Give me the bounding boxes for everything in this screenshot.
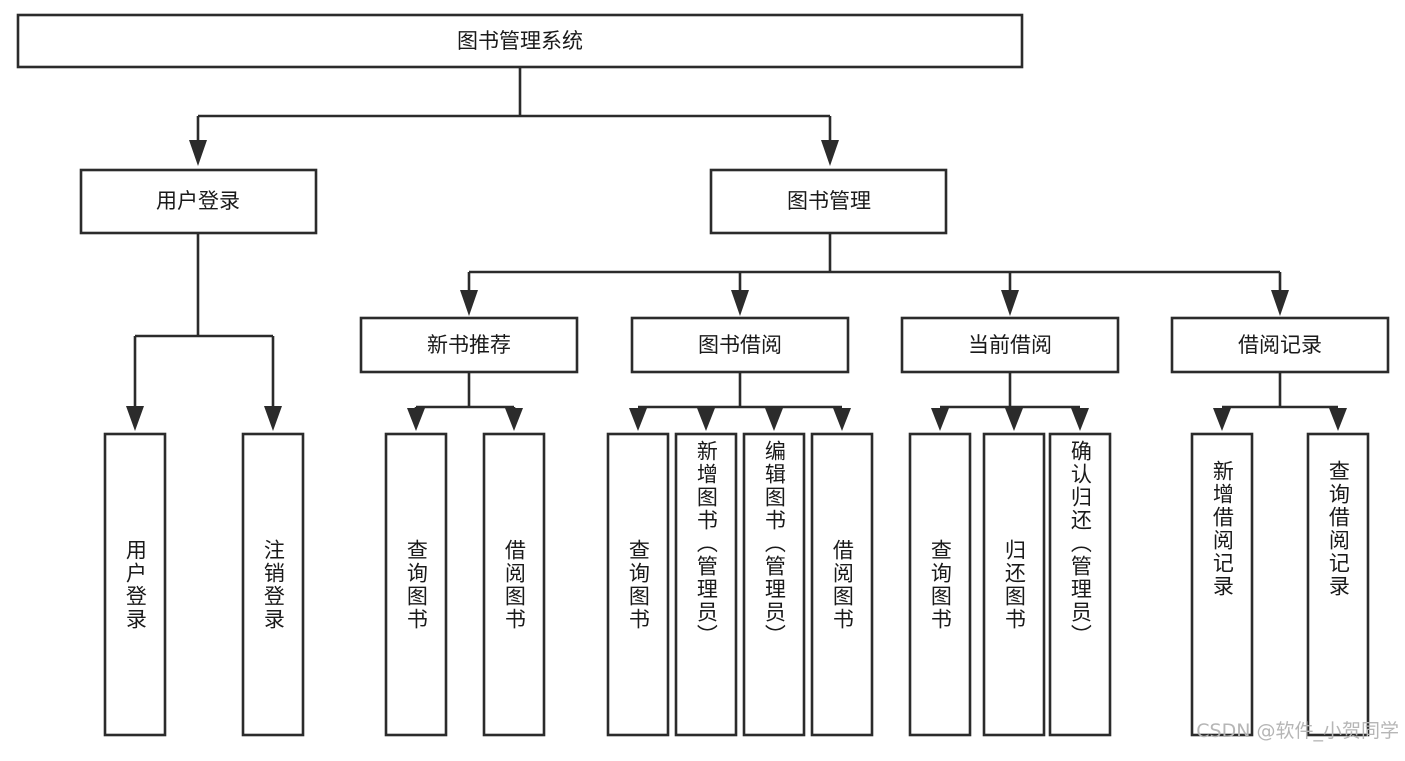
connectors-book-borrow-to-leaves — [629, 372, 851, 431]
node-leaf-confirm-return[interactable] — [1048, 432, 1112, 737]
arrowhead-user-login — [189, 140, 207, 166]
arrowhead-leaf-confirm-return — [1071, 408, 1089, 431]
arrowhead-leaf-add-book — [697, 408, 715, 431]
node-borrow-record[interactable]: 借阅记录 — [1170, 316, 1390, 374]
node-current-borrow-rect[interactable] — [900, 316, 1120, 374]
connectors-current-borrow-to-leaves — [931, 372, 1089, 431]
arrowhead-new-book-recommend — [460, 290, 478, 316]
node-leaf-add-book-rect[interactable] — [674, 432, 738, 737]
node-leaf-borrow-book-rect[interactable] — [810, 432, 874, 737]
node-book-borrow-label: 图书借阅 — [698, 333, 782, 357]
node-leaf-query-book-current-rect[interactable] — [908, 432, 972, 737]
node-new-book-recommend[interactable]: 新书推荐 — [359, 316, 579, 374]
arrowhead-leaf-borrow-book-new — [505, 408, 523, 431]
node-current-borrow[interactable]: 当前借阅 — [900, 316, 1120, 374]
arrowhead-book-borrow — [731, 290, 749, 316]
arrowhead-book-manage — [821, 140, 839, 166]
node-root-label: 图书管理系统 — [457, 29, 583, 53]
node-leaf-query-book-current[interactable] — [908, 432, 972, 737]
node-leaf-query-book-new-rect[interactable] — [384, 432, 448, 737]
node-leaf-edit-book[interactable] — [742, 432, 806, 737]
node-book-manage[interactable]: 图书管理 — [709, 168, 948, 235]
connectors-root-to-level2 — [189, 67, 839, 166]
node-leaf-query-book-new[interactable] — [384, 432, 448, 737]
arrowhead-leaf-borrow-book — [833, 408, 851, 431]
node-leaf-query-book-borrow-rect[interactable] — [606, 432, 670, 737]
connectors-borrow-record-to-leaves — [1213, 372, 1347, 431]
node-leaf-add-record-rect[interactable] — [1190, 432, 1254, 737]
node-borrow-record-rect[interactable] — [1170, 316, 1390, 374]
node-book-borrow[interactable]: 图书借阅 — [630, 316, 850, 374]
node-leaf-query-record[interactable] — [1306, 432, 1370, 737]
node-leaf-borrow-book-new-rect[interactable] — [482, 432, 546, 737]
node-borrow-record-label: 借阅记录 — [1238, 333, 1322, 357]
node-book-manage-label: 图书管理 — [787, 189, 871, 213]
node-leaf-edit-book-rect[interactable] — [742, 432, 806, 737]
arrowhead-current-borrow — [1001, 290, 1019, 316]
arrowhead-leaf-user-login — [126, 406, 144, 431]
arrowhead-leaf-query-book-current — [931, 408, 949, 431]
node-leaf-add-book[interactable] — [674, 432, 738, 737]
node-leaf-add-record[interactable] — [1190, 432, 1254, 737]
node-leaf-confirm-return-rect[interactable] — [1048, 432, 1112, 737]
node-leaf-user-login[interactable] — [103, 432, 167, 737]
node-leaf-borrow-book-new[interactable] — [482, 432, 546, 737]
node-leaf-borrow-book[interactable] — [810, 432, 874, 737]
node-leaf-user-login-rect[interactable] — [103, 432, 167, 737]
csdn-watermark: CSDN @软件_小贺同学 — [1196, 720, 1399, 742]
node-leaf-return-book-rect[interactable] — [982, 432, 1046, 737]
arrowhead-leaf-user-logout — [264, 406, 282, 431]
connectors-new-book-recommend-to-leaves — [407, 372, 523, 431]
arrowhead-leaf-return-book — [1005, 408, 1023, 431]
node-current-borrow-label: 当前借阅 — [968, 333, 1052, 357]
node-new-book-recommend-label: 新书推荐 — [427, 333, 511, 357]
node-leaf-user-logout-rect[interactable] — [241, 432, 305, 737]
node-new-book-recommend-rect[interactable] — [359, 316, 579, 374]
node-leaf-query-record-rect[interactable] — [1306, 432, 1370, 737]
arrowhead-leaf-edit-book — [765, 408, 783, 431]
node-root-rect[interactable] — [16, 13, 1024, 69]
node-leaf-user-logout[interactable] — [241, 432, 305, 737]
node-book-manage-rect[interactable] — [709, 168, 948, 235]
arrowhead-borrow-record — [1271, 290, 1289, 316]
node-book-borrow-rect[interactable] — [630, 316, 850, 374]
arrowhead-leaf-query-book-borrow — [629, 408, 647, 431]
connectors-book-manage-to-level3 — [460, 233, 1289, 316]
node-user-login-rect[interactable] — [79, 168, 318, 235]
arrowhead-leaf-add-record — [1213, 408, 1231, 431]
arrowhead-leaf-query-record — [1329, 408, 1347, 431]
node-leaf-query-book-borrow[interactable] — [606, 432, 670, 737]
connectors-user-login-to-leaves — [126, 233, 282, 431]
node-leaf-return-book[interactable] — [982, 432, 1046, 737]
arrowhead-leaf-query-book-new — [407, 408, 425, 431]
node-user-login[interactable]: 用户登录 — [79, 168, 318, 235]
node-user-login-label: 用户登录 — [156, 189, 240, 213]
node-root[interactable]: 图书管理系统 — [16, 13, 1024, 69]
